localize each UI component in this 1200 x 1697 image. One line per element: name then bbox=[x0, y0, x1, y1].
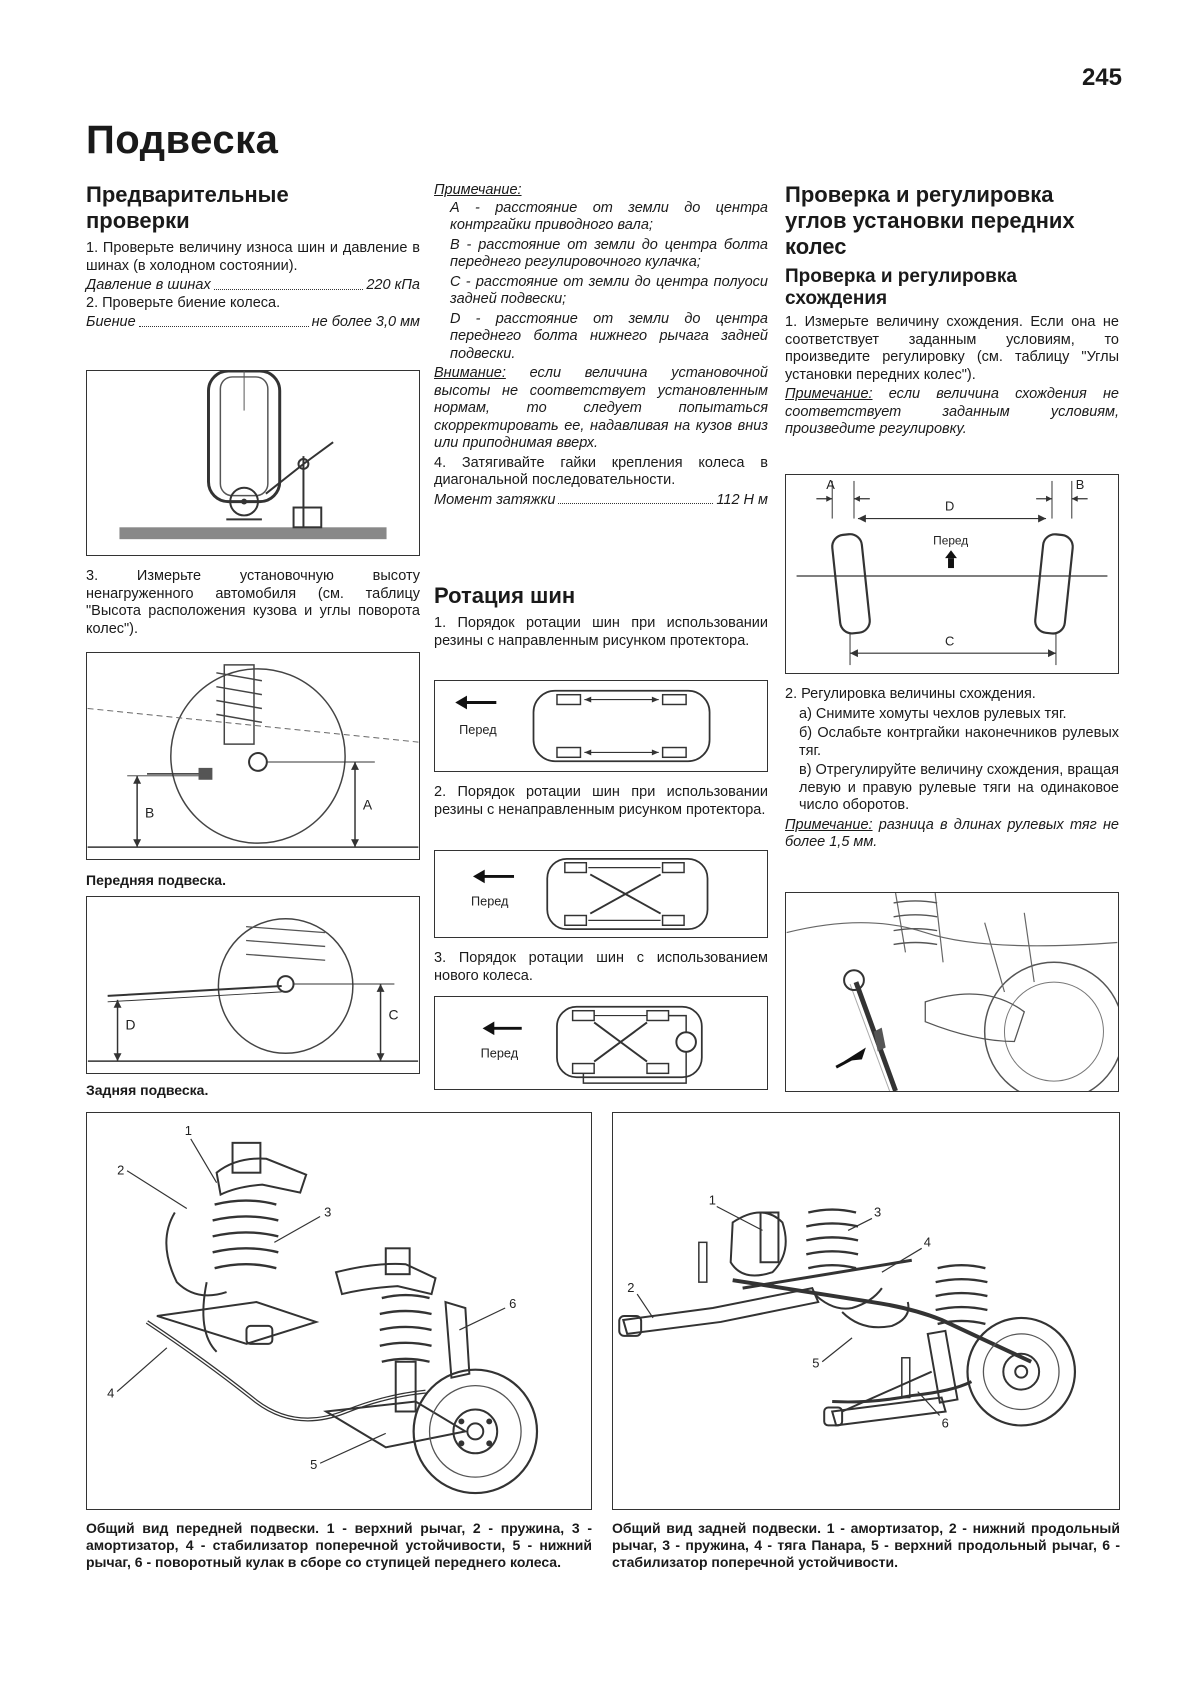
note-b: В - расстояние от земли до центра болта … bbox=[450, 236, 768, 271]
rear-callout-4: 4 bbox=[924, 1234, 931, 1249]
rear-callout-5: 5 bbox=[812, 1356, 819, 1371]
figure-rotation-directional: Перед bbox=[434, 680, 768, 772]
figure-toe-diagram: A B D Перед C bbox=[785, 474, 1119, 674]
front-label-1: Перед bbox=[459, 722, 497, 737]
step-b: б) Ослабьте контргайки наконечников руле… bbox=[799, 725, 1119, 759]
label-d: D bbox=[125, 1016, 135, 1032]
tie-rod-note: Примечание: разница в длинах рулевых тяг… bbox=[785, 816, 1119, 851]
toe-label-b: B bbox=[1076, 477, 1085, 492]
tie-rod-illustration bbox=[786, 893, 1118, 1091]
note-c: С - расстояние от земли до центра полуос… bbox=[450, 273, 768, 308]
paragraph-ride-height: 3. Измерьте установочную высоту ненагруж… bbox=[86, 568, 420, 637]
page-title: Подвеска bbox=[86, 118, 279, 162]
front-callout-4: 4 bbox=[107, 1386, 114, 1401]
front-label-2: Перед bbox=[471, 895, 509, 909]
note-a: А - расстояние от земли до центра контрг… bbox=[450, 199, 768, 234]
paragraph-toe-measure: 1. Измерьте величину схождения. Если она… bbox=[785, 314, 1119, 383]
rear-callout-6: 6 bbox=[942, 1415, 949, 1430]
front-callout-6: 6 bbox=[509, 1296, 516, 1311]
toe-note: Примечание: если величина схождения не с… bbox=[785, 386, 1119, 437]
figure-rotation-new-wheel: Перед bbox=[434, 996, 768, 1090]
front-suspension-drawing: 1 2 3 4 5 6 bbox=[107, 1123, 539, 1495]
column-1-lower: 3. Измерьте установочную высоту ненагруж… bbox=[86, 568, 420, 640]
spec-runout: Биение не более 3,0 мм bbox=[86, 314, 420, 330]
column-2: Примечание: А - расстояние от земли до ц… bbox=[434, 182, 768, 509]
toe-label-a: A bbox=[826, 477, 835, 492]
toe-front-label: Перед bbox=[933, 533, 968, 547]
figure-rotation-nondirectional: Перед bbox=[434, 850, 768, 938]
rear-suspension-drawing: 1 2 3 4 5 6 bbox=[618, 1193, 1077, 1430]
front-callout-1: 1 bbox=[185, 1123, 192, 1138]
figure-rear-suspension-overview: 1 2 3 4 5 6 bbox=[612, 1112, 1120, 1510]
step-a: а) Снимите хомуты чехлов рулевых тяг. bbox=[799, 705, 1067, 722]
front-callout-5: 5 bbox=[310, 1457, 317, 1472]
paragraph-rotation-2: 2. Порядок ротации шин при использовании… bbox=[434, 784, 768, 818]
section-heading-rotation: Ротация шин bbox=[434, 583, 576, 608]
runout-diagram bbox=[119, 371, 387, 540]
spec-torque: Момент затяжки 112 Н м bbox=[434, 491, 768, 508]
step-c: в) Отрегулируйте величину схождения, вра… bbox=[799, 762, 1119, 813]
rear-callout-1: 1 bbox=[709, 1193, 716, 1208]
section-heading-preliminary: Предварительные проверки bbox=[86, 182, 289, 233]
label-c: C bbox=[388, 1007, 398, 1023]
column-2-rot2: 2. Порядок ротации шин при использовании… bbox=[434, 784, 768, 821]
paragraph-rotation-1: 1. Порядок ротации шин при использовании… bbox=[434, 615, 768, 649]
toe-label-c: C bbox=[945, 633, 954, 648]
attention-note: Внимание: если величина установочной выс… bbox=[434, 365, 768, 451]
column-3: Проверка и регулировка углов установки п… bbox=[785, 182, 1119, 441]
label-a: A bbox=[363, 796, 373, 812]
section-heading-alignment: Проверка и регулировка углов установки п… bbox=[785, 182, 1075, 259]
rotation-3-diagram: Перед bbox=[481, 1005, 703, 1084]
rear-callout-2: 2 bbox=[627, 1280, 634, 1295]
label-b: B bbox=[145, 804, 154, 820]
paragraph-wheel-runout: 2. Проверьте биение колеса. bbox=[86, 294, 281, 311]
column-3-lower: 2. Регулировка величины схождения. а) Сн… bbox=[785, 686, 1119, 854]
paragraph-tire-check: 1. Проверьте величину износа шин и давле… bbox=[86, 240, 420, 274]
caption-rear-overview: Общий вид задней подвески. 1 - амортизат… bbox=[612, 1520, 1120, 1570]
figure-front-suspension-height: B A bbox=[86, 652, 420, 860]
figure-rear-suspension-height: D C bbox=[86, 896, 420, 1074]
column-1: Предварительные проверки 1. Проверьте ве… bbox=[86, 182, 420, 332]
figure-front-suspension-overview: 1 2 3 4 5 6 bbox=[86, 1112, 592, 1510]
subsection-heading-toe: Проверка и регулировка схождения bbox=[785, 266, 1017, 309]
toe-diagram: A B D Перед C bbox=[796, 477, 1108, 666]
spec-tire-pressure: Давление в шинах 220 кПа bbox=[86, 277, 420, 293]
rear-callout-3: 3 bbox=[874, 1204, 881, 1219]
rear-height-diagram: D C bbox=[87, 918, 419, 1062]
rotation-2-diagram: Перед bbox=[471, 857, 709, 931]
note-d: D - расстояние от земли до центра передн… bbox=[450, 310, 768, 362]
front-callout-2: 2 bbox=[117, 1163, 124, 1178]
front-callout-3: 3 bbox=[324, 1204, 331, 1219]
caption-front-overview: Общий вид передней подвески. 1 - верхний… bbox=[86, 1520, 592, 1570]
page-number: 245 bbox=[1081, 64, 1122, 91]
paragraph-rotation-3: 3. Порядок ротации шин с использованием … bbox=[434, 950, 768, 984]
toe-label-d: D bbox=[945, 499, 954, 514]
rotation-1-diagram: Перед bbox=[455, 689, 711, 763]
figure-runout-measurement bbox=[86, 370, 420, 556]
front-height-diagram: B A bbox=[87, 664, 419, 848]
caption-front-suspension: Передняя подвеска. bbox=[86, 872, 226, 888]
column-2-rotation: Ротация шин 1. Порядок ротации шин при и… bbox=[434, 583, 768, 652]
column-2-rot3: 3. Порядок ротации шин с использованием … bbox=[434, 950, 768, 987]
front-label-3: Перед bbox=[481, 1046, 519, 1061]
paragraph-toe-adjust: 2. Регулировка величины схождения. bbox=[785, 686, 1036, 702]
figure-tie-rod bbox=[785, 892, 1119, 1092]
paragraph-lug-nuts: 4. Затягивайте гайки крепления колеса в … bbox=[434, 454, 768, 489]
caption-rear-suspension: Задняя подвеска. bbox=[86, 1082, 209, 1098]
note-title: Примечание: bbox=[434, 182, 522, 198]
